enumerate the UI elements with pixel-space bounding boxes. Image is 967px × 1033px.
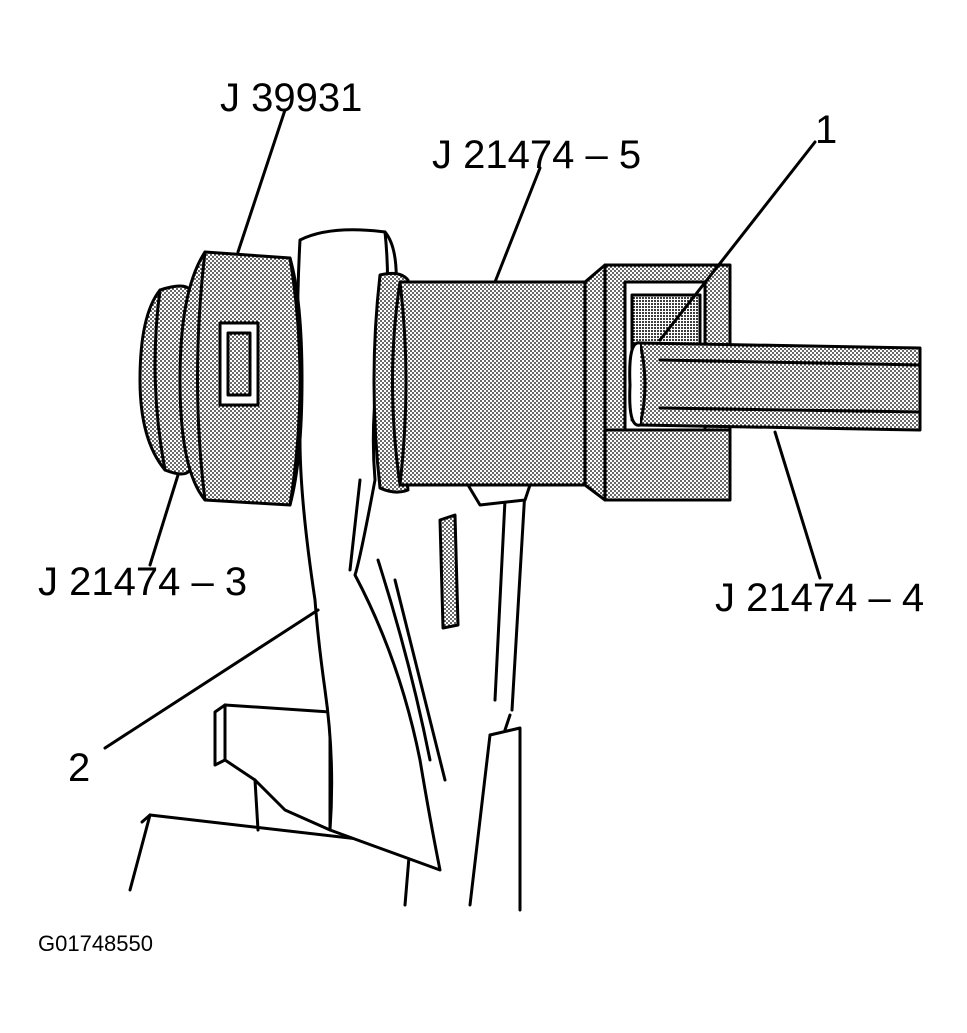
cylinder-j21474-5 — [391, 280, 587, 487]
label-j21474-3: J 21474 – 3 — [38, 560, 248, 604]
leader-j21474-4 — [773, 430, 822, 580]
label-j21474-5: J 21474 – 5 — [432, 133, 642, 177]
vertical-rod — [468, 488, 527, 912]
leader-j39931 — [236, 108, 287, 254]
end-cap-j21474-3 — [138, 284, 192, 476]
label-j21474-4: J 21474 – 4 — [715, 576, 925, 620]
figure-id: G01748550 — [38, 931, 153, 956]
lower-bracket — [128, 703, 412, 907]
leader-item-2 — [103, 608, 320, 750]
leader-item-1 — [658, 140, 817, 342]
bolt-shaft — [628, 341, 922, 432]
hex-nut-j39931 — [178, 250, 304, 507]
leader-j21474-5 — [493, 166, 542, 284]
support-bracket — [438, 478, 532, 630]
leader-j21474-3 — [148, 473, 180, 567]
label-j39931: J 39931 — [220, 76, 363, 120]
label-item-2: 2 — [68, 746, 91, 790]
label-item-1: 1 — [815, 108, 838, 152]
